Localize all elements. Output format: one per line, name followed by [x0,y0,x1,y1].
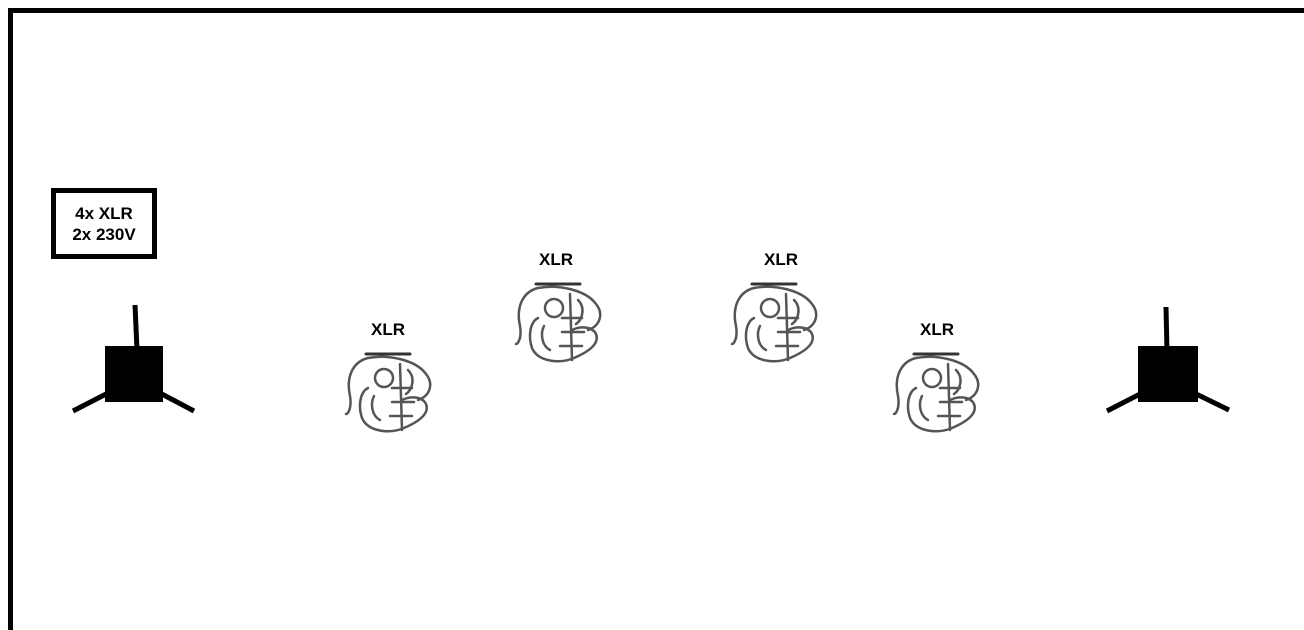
power-xlr-box: 4x XLR 2x 230V [51,188,157,259]
microphone-musician-icon [514,282,602,363]
speaker-on-stand-icon [71,304,196,414]
station-2-label: XLR [539,250,573,269]
stage-edge [8,8,1304,630]
station-3-label: XLR [764,250,798,269]
microphone-musician-icon [892,352,980,433]
info-box-line-1: 4x XLR [75,203,133,223]
microphone-musician-icon [344,352,432,433]
speaker-on-stand-icon [1105,306,1231,414]
station-1-label: XLR [371,320,405,339]
info-box-line-2: 2x 230V [72,224,136,244]
station-4-label: XLR [920,320,954,339]
microphone-musician-icon [730,282,818,363]
